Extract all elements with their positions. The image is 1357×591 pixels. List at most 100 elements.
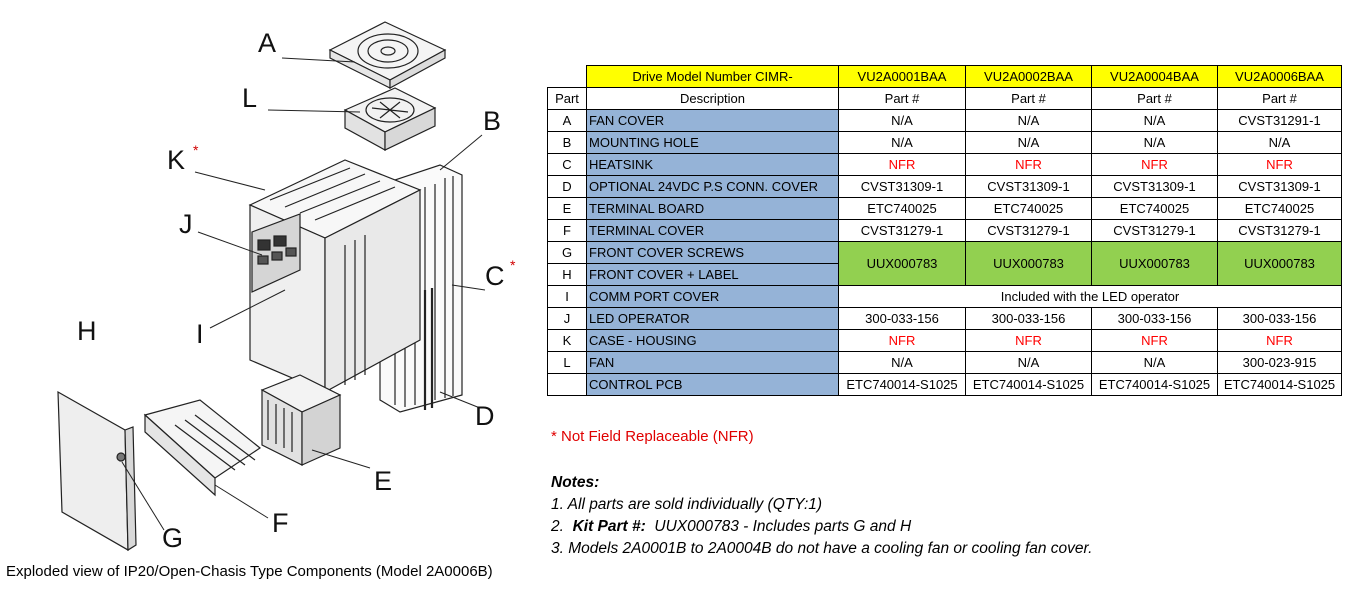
- note-2-number: 2.: [551, 518, 564, 535]
- model-header-1: VU2A0001BAA: [838, 65, 966, 88]
- part-letter: D: [547, 175, 587, 198]
- table-row: B MOUNTING HOLE N/A N/A N/A N/A: [547, 131, 1342, 154]
- part-description: TERMINAL BOARD: [586, 197, 839, 220]
- table-row: D OPTIONAL 24VDC P.S CONN. COVER CVST313…: [547, 175, 1342, 198]
- leader-lines: [121, 57, 486, 531]
- part-description: LED OPERATOR: [586, 307, 839, 330]
- table-row: H FRONT COVER + LABEL: [547, 263, 1342, 286]
- notes-block: Notes: 1. All parts are sold individuall…: [551, 472, 1092, 560]
- table-row: K CASE - HOUSING NFR NFR NFR NFR: [547, 329, 1342, 352]
- part-number: ETC740014-S1025: [1091, 373, 1218, 396]
- kit-part-number: UUX000783: [965, 241, 1092, 286]
- column-header-row: Part Description Part # Part # Part # Pa…: [547, 87, 1342, 110]
- partnum-header-2: Part #: [965, 87, 1092, 110]
- part-description: FAN COVER: [586, 109, 839, 132]
- part-letter: I: [547, 285, 587, 308]
- part-number: ETC740014-S1025: [965, 373, 1092, 396]
- part-description: TERMINAL COVER: [586, 219, 839, 242]
- part-number: ETC740025: [965, 197, 1092, 220]
- part-number: N/A: [838, 109, 966, 132]
- partnum-header-1: Part #: [838, 87, 966, 110]
- part-letter: H: [547, 263, 587, 286]
- callout-c-star: *: [510, 257, 516, 273]
- part-number: N/A: [1091, 351, 1218, 374]
- part-description: COMM PORT COVER: [586, 285, 839, 308]
- table-row: C HEATSINK NFR NFR NFR NFR: [547, 153, 1342, 176]
- part-number: 300-033-156: [1091, 307, 1218, 330]
- note-2-text: UUX000783 - Includes parts G and H: [654, 518, 912, 535]
- part-header: Part: [547, 87, 587, 110]
- callout-b: B: [483, 106, 502, 136]
- part-number: CVST31309-1: [1217, 175, 1342, 198]
- part-number: ETC740014-S1025: [838, 373, 966, 396]
- part-number: N/A: [965, 131, 1092, 154]
- part-number: N/A: [838, 131, 966, 154]
- callout-e: E: [374, 466, 393, 496]
- notes-title: Notes:: [551, 474, 600, 491]
- part-letter: L: [547, 351, 587, 374]
- part-number: CVST31309-1: [1091, 175, 1218, 198]
- callout-c: C: [485, 261, 505, 291]
- callout-j: J: [179, 209, 193, 239]
- empty-corner-cell: [548, 66, 587, 88]
- part-number: 300-023-915: [1217, 351, 1342, 374]
- front-cover-drawing: [57, 390, 137, 552]
- part-number: N/A: [965, 109, 1092, 132]
- table-row: L FAN N/A N/A N/A 300-023-915: [547, 351, 1342, 374]
- kit-part-number: UUX000783: [1217, 241, 1342, 286]
- model-header-label: Drive Model Number CIMR-: [586, 65, 839, 88]
- part-number-nfr: NFR: [1217, 329, 1342, 352]
- part-letter: A: [547, 109, 587, 132]
- table-row: F TERMINAL COVER CVST31279-1 CVST31279-1…: [547, 219, 1342, 242]
- model-header-3: VU2A0004BAA: [1091, 65, 1218, 88]
- part-number: 300-033-156: [965, 307, 1092, 330]
- table-row: E TERMINAL BOARD ETC740025 ETC740025 ETC…: [547, 197, 1342, 220]
- part-number: ETC740025: [838, 197, 966, 220]
- part-number-nfr: NFR: [965, 329, 1092, 352]
- part-number-nfr: NFR: [1091, 329, 1218, 352]
- fan-cover-drawing: [328, 21, 447, 90]
- part-number: N/A: [965, 351, 1092, 374]
- part-letter: K: [547, 329, 587, 352]
- model-header-4: VU2A0006BAA: [1217, 65, 1342, 88]
- part-number: N/A: [838, 351, 966, 374]
- part-number: CVST31291-1: [1217, 109, 1342, 132]
- part-number-nfr: NFR: [1217, 153, 1342, 176]
- note-2-kit-label: Kit Part #:: [572, 518, 646, 535]
- note-2: 2. Kit Part #: UUX000783 - Includes part…: [551, 516, 1092, 538]
- part-letter: E: [547, 197, 587, 220]
- part-description: CONTROL PCB: [586, 373, 839, 396]
- part-number: N/A: [1091, 109, 1218, 132]
- callout-i: I: [196, 319, 204, 349]
- part-number: CVST31279-1: [838, 219, 966, 242]
- diagram-caption: Exploded view of IP20/Open-Chasis Type C…: [6, 563, 493, 580]
- part-letter: G: [547, 241, 587, 264]
- part-description: MOUNTING HOLE: [586, 131, 839, 154]
- partnum-header-4: Part #: [1217, 87, 1342, 110]
- part-description: OPTIONAL 24VDC P.S CONN. COVER: [586, 175, 839, 198]
- part-letter: F: [547, 219, 587, 242]
- kit-part-number: UUX000783: [838, 241, 966, 286]
- table-row: I COMM PORT COVER Included with the LED …: [547, 285, 1342, 308]
- table-row: G FRONT COVER SCREWS UUX000783 UUX000783…: [547, 241, 1342, 286]
- part-number: N/A: [1091, 131, 1218, 154]
- terminal-board-drawing: [260, 374, 342, 466]
- callout-k: K: [167, 145, 186, 175]
- part-number-nfr: NFR: [838, 329, 966, 352]
- note-3: 3. Models 2A0001B to 2A0004B do not have…: [551, 540, 1093, 557]
- part-number-nfr: NFR: [838, 153, 966, 176]
- table-row: J LED OPERATOR 300-033-156 300-033-156 3…: [547, 307, 1342, 330]
- part-number: ETC740025: [1091, 197, 1218, 220]
- description-header: Description: [586, 87, 839, 110]
- callout-d: D: [475, 401, 495, 431]
- callout-k-star: *: [193, 142, 199, 158]
- part-number: CVST31279-1: [965, 219, 1092, 242]
- part-number: 300-033-156: [838, 307, 966, 330]
- model-header-2: VU2A0002BAA: [965, 65, 1092, 88]
- part-letter: C: [547, 153, 587, 176]
- note-1: 1. All parts are sold individually (QTY:…: [551, 496, 823, 513]
- led-operator-drawing: [251, 213, 301, 293]
- part-number: 300-033-156: [1217, 307, 1342, 330]
- callout-l: L: [242, 83, 258, 113]
- part-letter: J: [547, 307, 587, 330]
